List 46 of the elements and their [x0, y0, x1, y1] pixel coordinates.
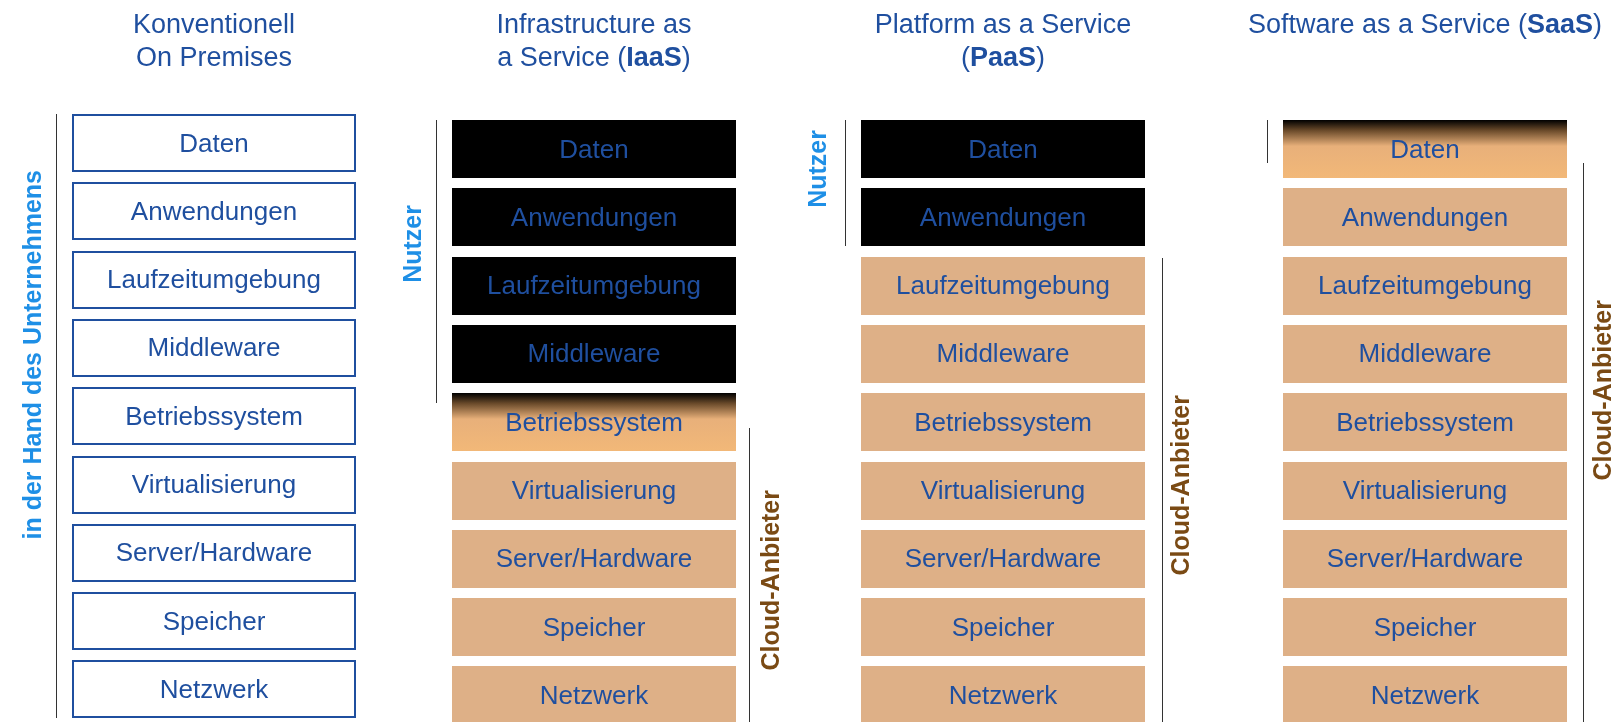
layer-box: Middleware [72, 318, 356, 377]
column-heading: Konventionell On Premises [131, 8, 297, 74]
layer-box: Anwendungen [452, 188, 736, 247]
layer-box: Speicher [861, 598, 1145, 657]
layer-box: Anwendungen [861, 188, 1145, 247]
layer-box: Virtualisierung [861, 461, 1145, 520]
layer-box: Laufzeitumgebung [72, 250, 356, 309]
side-label: Cloud-Anbieter [1588, 300, 1617, 481]
layer-box: Betriebssystem [452, 393, 736, 452]
layer-box: Netzwerk [452, 666, 736, 722]
layer-box: Server/Hardware [452, 529, 736, 588]
layer-box: Virtualisierung [1283, 461, 1567, 520]
side-label: Cloud-Anbieter [1166, 395, 1195, 576]
layer-box: Daten [1283, 120, 1567, 178]
layer-box: Laufzeitumgebung [861, 256, 1145, 315]
layer-box: Anwendungen [72, 182, 356, 241]
column-heading: Platform as a Service (PaaS) [873, 8, 1133, 74]
layer-box: Speicher [452, 598, 736, 657]
layer-box: Server/Hardware [72, 523, 356, 582]
side-label: in der Hand des Unternehmens [18, 170, 47, 540]
layer-box: Middleware [1283, 324, 1567, 383]
side-label: Nutzer [803, 130, 832, 208]
layer-box: Daten [72, 114, 356, 172]
layer-box: Betriebssystem [72, 387, 356, 446]
layer-box: Speicher [1283, 598, 1567, 657]
side-label: Cloud-Anbieter [756, 490, 785, 671]
layer-box: Virtualisierung [452, 461, 736, 520]
layer-box: Betriebssystem [861, 393, 1145, 452]
layer-box: Middleware [861, 324, 1145, 383]
layer-box: Server/Hardware [861, 529, 1145, 588]
layer-box: Laufzeitumgebung [1283, 256, 1567, 315]
layer-box: Server/Hardware [1283, 529, 1567, 588]
layer-box: Netzwerk [861, 666, 1145, 722]
layer-box: Betriebssystem [1283, 393, 1567, 452]
layer-box: Netzwerk [72, 660, 356, 719]
column-heading: Software as a Service (SaaS) [1246, 8, 1604, 41]
layer-box: Speicher [72, 592, 356, 651]
column-heading: Infrastructure as a Service (IaaS) [495, 8, 693, 74]
layer-box: Daten [452, 120, 736, 178]
layer-box: Daten [861, 120, 1145, 178]
layer-box: Anwendungen [1283, 188, 1567, 247]
layer-box: Virtualisierung [72, 455, 356, 514]
layer-box: Laufzeitumgebung [452, 256, 736, 315]
side-label: Nutzer [398, 205, 427, 283]
layer-box: Netzwerk [1283, 666, 1567, 722]
layer-box: Middleware [452, 324, 736, 383]
